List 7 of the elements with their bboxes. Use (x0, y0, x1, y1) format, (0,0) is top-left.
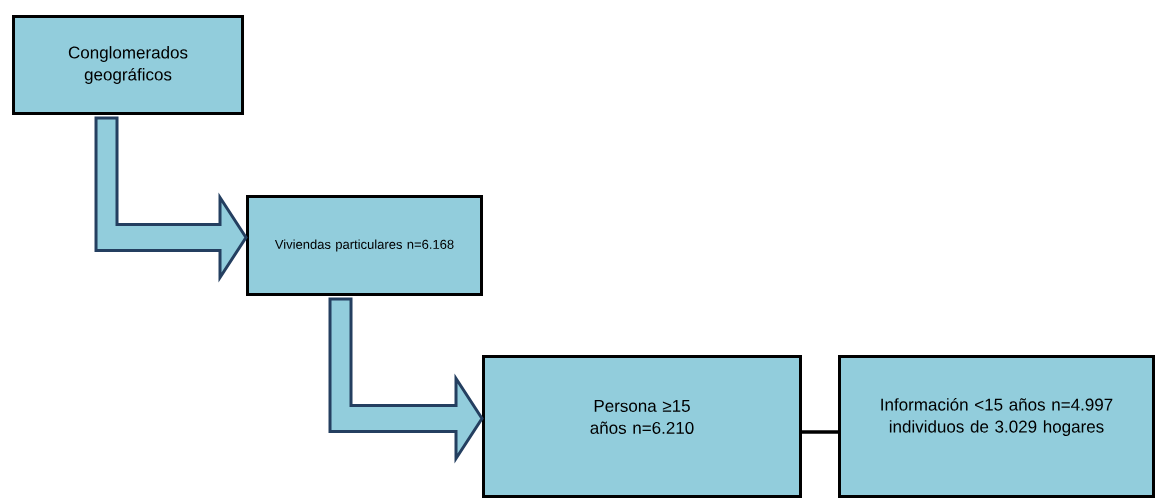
connector-line (802, 430, 838, 434)
block-arrow (328, 297, 484, 464)
process-box: Conglomerados geográficos (12, 15, 244, 115)
process-box: Información <15 años n=4.997 individuos de 3.029 hogares (838, 355, 1155, 498)
process-box: Viviendas particulares n=6.168 (246, 195, 483, 296)
process-box: Persona ≥15 años n=6.210 (482, 355, 802, 498)
block-arrow (94, 116, 248, 283)
